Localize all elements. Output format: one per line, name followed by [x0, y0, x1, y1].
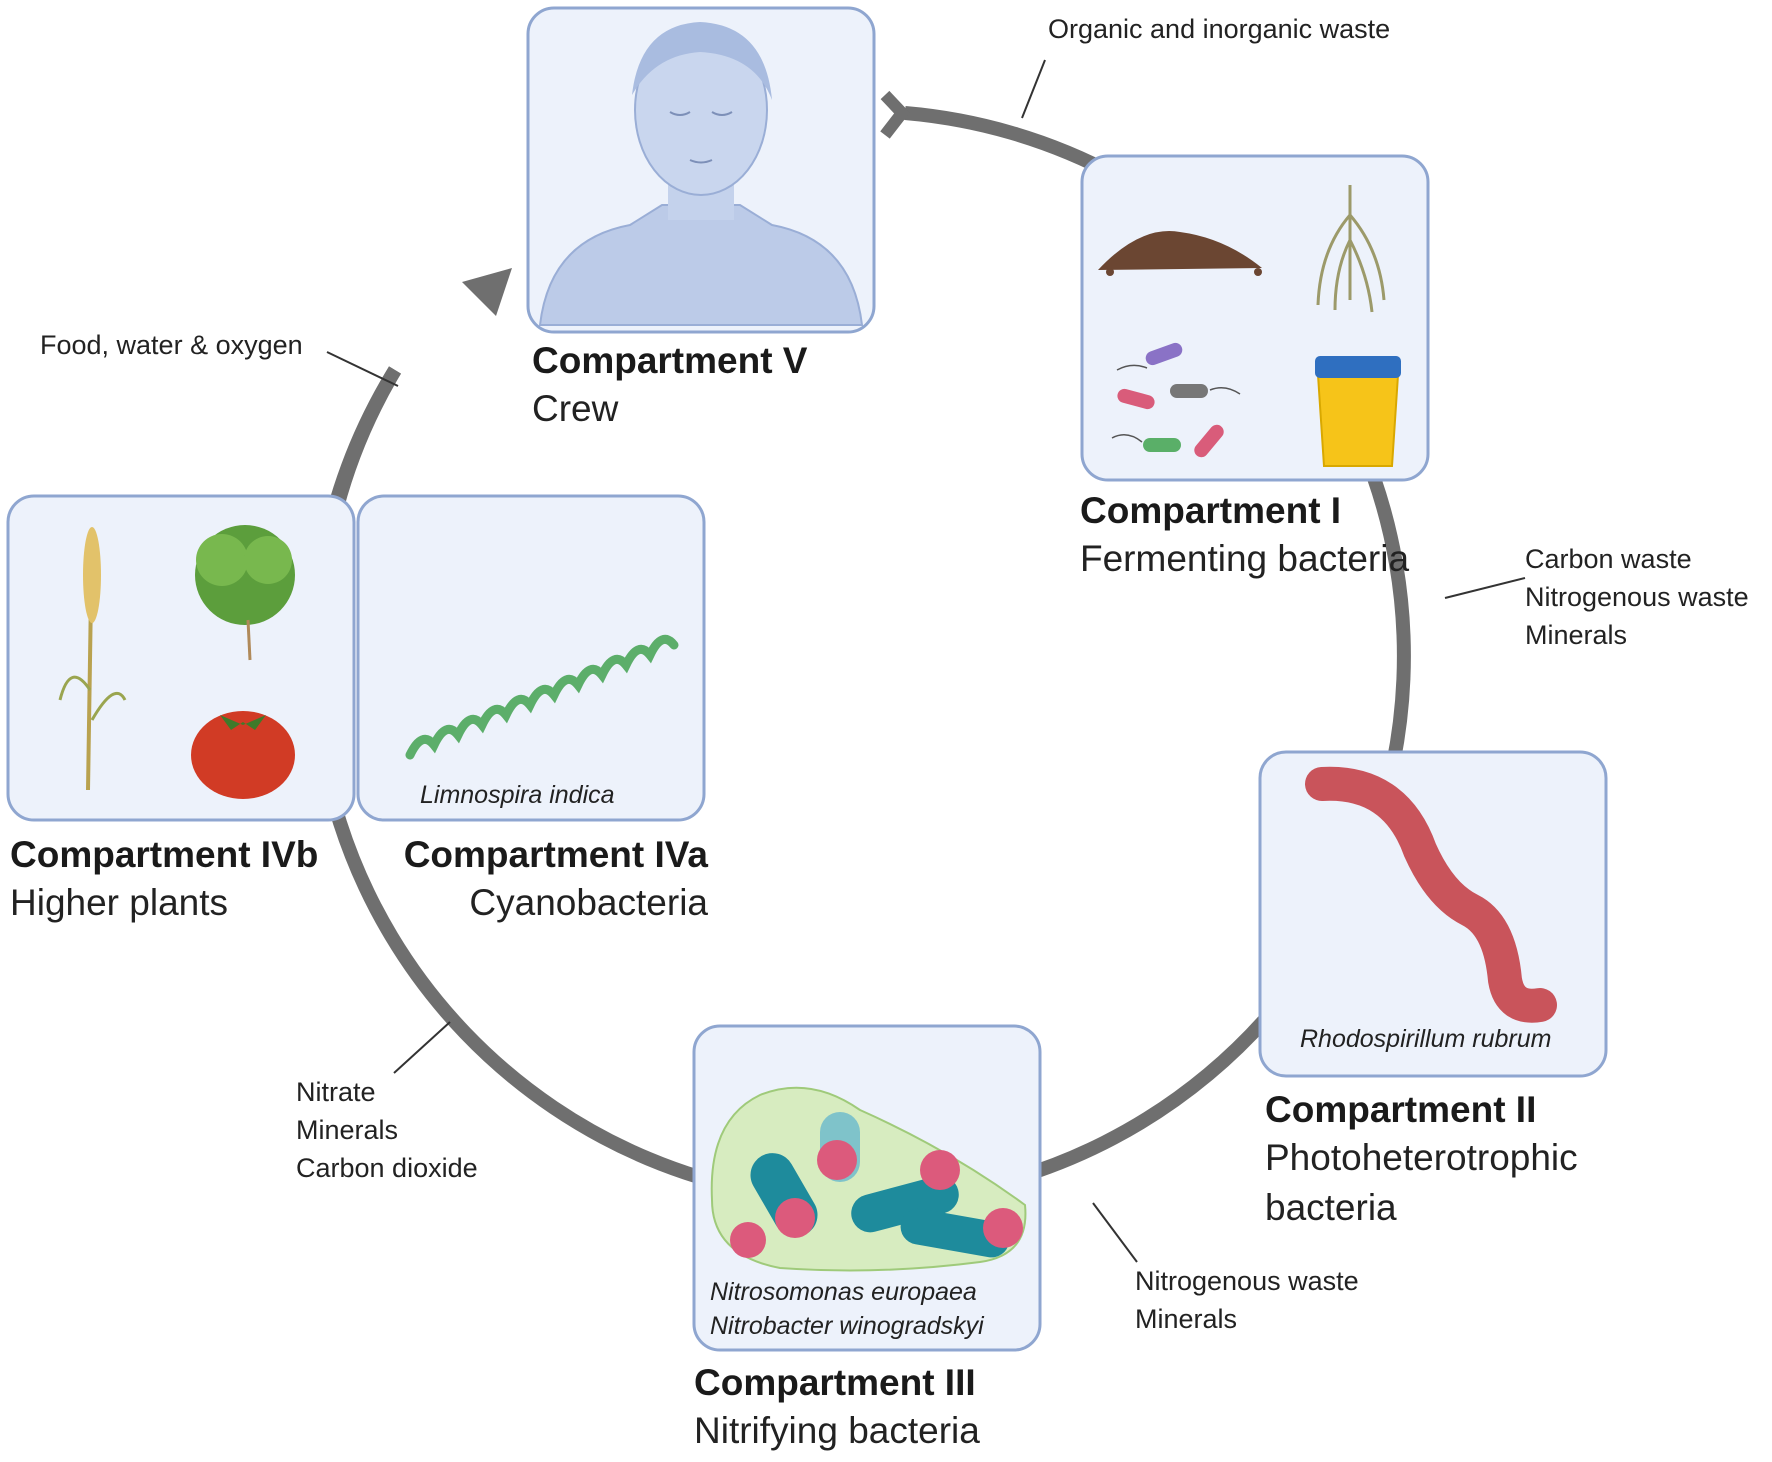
flow-i-to-ii-item: Carbon waste [1525, 544, 1692, 574]
compartment-ivb-subtitle: Higher plants [10, 882, 229, 923]
tomato-icon [191, 711, 295, 799]
compartment-iii-organism-1: Nitrosomonas europaea [710, 1278, 977, 1306]
compartment-ii-subtitle-2: bacteria [1265, 1187, 1397, 1228]
compartment-ivb-box [6, 494, 356, 822]
compartment-i-subtitle: Fermenting bacteria [1080, 538, 1410, 579]
flow-i-to-ii-item: Nitrogenous waste [1525, 582, 1749, 612]
compartment-v-box [526, 6, 876, 334]
flow-food-water-oxygen: Food, water & oxygen [40, 330, 303, 360]
compartment-iva-organism: Limnospira indica [420, 781, 615, 809]
compartment-iva-title: Compartment IVa [403, 834, 708, 875]
compartment-iii-title: Compartment III [694, 1362, 976, 1403]
compartment-i-label: Compartment I Fermenting bacteria [1080, 488, 1409, 584]
compartment-iii-box [692, 1024, 1042, 1352]
rhodospirillum-icon [1305, 766, 1557, 1023]
flow-iii-to-iv: Nitrate Minerals Carbon dioxide [296, 1073, 478, 1187]
wheat-icon [58, 527, 127, 791]
flow-ii-to-iii: Nitrogenous waste Minerals [1135, 1262, 1359, 1338]
crew-person-icon [538, 22, 864, 326]
urine-sample-icon [1315, 356, 1401, 467]
leader-nitrogenous [1092, 1202, 1138, 1263]
compartment-iii-organism-2: Nitrobacter winogradskyi [710, 1312, 984, 1340]
compartment-iii-subtitle: Nitrifying bacteria [694, 1410, 980, 1451]
compartment-iii-organisms: Nitrosomonas europaea Nitrobacter winogr… [710, 1275, 984, 1343]
flow-organic-waste: Organic and inorganic waste [1048, 14, 1391, 44]
flow-iii-to-iv-item: Nitrate [296, 1077, 376, 1107]
limnospira-icon [405, 634, 679, 760]
compartment-ivb-label: Compartment IVb Higher plants [10, 832, 318, 928]
tail-marker-icon [880, 90, 910, 139]
compartment-ii-organism: Rhodospirillum rubrum [1300, 1025, 1552, 1053]
compartment-v-title: Compartment V [532, 340, 808, 381]
compartment-ii-box [1258, 750, 1608, 1078]
root-icon [1316, 185, 1386, 313]
compartment-iii-label: Compartment III Nitrifying bacteria [694, 1360, 980, 1456]
flow-i-to-ii: Carbon waste Nitrogenous waste Minerals [1525, 540, 1749, 654]
compartment-iva-box [356, 494, 706, 822]
compartment-ii-label: Compartment II Photoheterotrophic bacter… [1265, 1087, 1578, 1233]
arrowhead-icon [462, 268, 512, 316]
soil-icon [1098, 231, 1262, 276]
leader-nitrate [393, 1021, 451, 1074]
compartment-v-subtitle: Crew [532, 388, 619, 429]
leader-carbon [1444, 577, 1526, 599]
flow-iii-to-iv-item: Carbon dioxide [296, 1153, 478, 1183]
flow-ii-to-iii-item: Nitrogenous waste [1135, 1266, 1359, 1296]
compartment-iva-subtitle: Cyanobacteria [469, 882, 708, 923]
bacteria-icon [1111, 342, 1241, 458]
lettuce-icon [195, 525, 295, 661]
compartment-ii-subtitle-1: Photoheterotrophic [1265, 1137, 1578, 1178]
compartment-ivb-title: Compartment IVb [10, 834, 319, 875]
flow-i-to-ii-item: Minerals [1525, 620, 1628, 650]
flow-ii-to-iii-item: Minerals [1135, 1304, 1238, 1334]
compartment-i-box [1080, 154, 1430, 482]
compartment-ii-title: Compartment II [1265, 1089, 1537, 1130]
flow-iii-to-iv-item: Minerals [296, 1115, 399, 1145]
compartment-v-label: Compartment V Crew [532, 338, 807, 434]
nitrifying-bacteria-icon [710, 1086, 1027, 1272]
leader-organic-waste [1021, 59, 1046, 119]
compartment-i-title: Compartment I [1080, 490, 1342, 531]
compartment-iva-label: Compartment IVa Cyanobacteria [400, 832, 708, 928]
leader-food [326, 351, 399, 387]
